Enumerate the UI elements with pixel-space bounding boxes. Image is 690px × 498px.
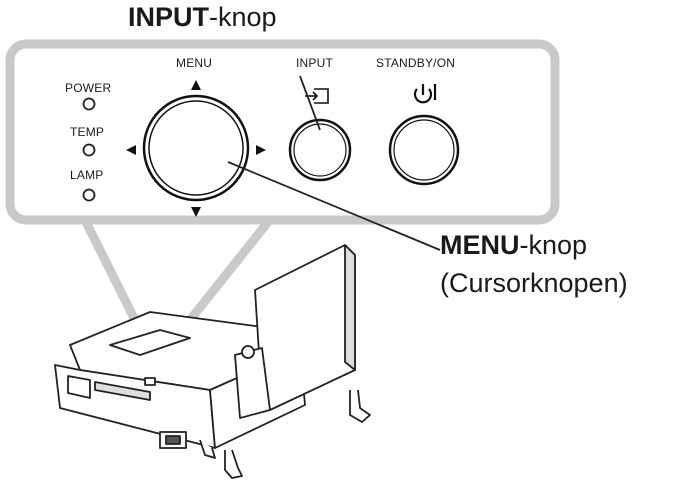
- zoom-line-right: [186, 219, 272, 323]
- power-indicator-label: POWER: [65, 81, 112, 95]
- menu-leader-line: [227, 161, 441, 251]
- lamp-indicator-label: LAMP: [70, 168, 104, 182]
- input-callout-bold: INPUT: [128, 2, 209, 32]
- menu-label: MENU: [176, 56, 213, 70]
- projector-control-area: [109, 329, 191, 356]
- standby-on-button-ring: [393, 119, 455, 181]
- control-panel-frame: [5, 39, 560, 225]
- projector-vent: [94, 381, 151, 401]
- power-indicator: [82, 97, 96, 111]
- arrow-up-icon: [191, 80, 201, 90]
- lamp-indicator: [82, 188, 96, 202]
- arrow-right-icon: [256, 145, 266, 155]
- projector-foot-right: [349, 389, 371, 423]
- projector-foot-front: [224, 449, 243, 479]
- zoom-line-left: [81, 219, 145, 333]
- menu-callout-bold: MENU: [440, 230, 520, 260]
- projector-knob: [241, 345, 255, 359]
- input-button-ring: [293, 123, 347, 177]
- menu-callout-rest: -knop: [519, 230, 588, 260]
- input-button-callout: INPUT-knop: [128, 2, 277, 33]
- temp-indicator: [82, 143, 96, 157]
- projector-foot-back: [199, 439, 216, 459]
- arrow-down-icon: [191, 207, 201, 217]
- standby-on-label: STANDBY/ON: [376, 56, 456, 70]
- standby-on-button[interactable]: [388, 114, 460, 186]
- input-callout-rest: -knop: [209, 2, 277, 32]
- projector-power-socket: [165, 435, 181, 445]
- menu-button-inner: [148, 100, 244, 196]
- temp-indicator-label: TEMP: [70, 125, 105, 139]
- arrow-left-icon: [126, 145, 136, 155]
- projector-front-window: [67, 375, 91, 399]
- menu-button-callout: MENU-knop: [440, 230, 587, 261]
- cursor-buttons-callout: (Cursorknopen): [440, 268, 628, 298]
- power-icon: [413, 84, 437, 104]
- projector-mirror: [254, 244, 356, 411]
- projector-sensor: [144, 377, 156, 386]
- input-button[interactable]: [288, 118, 352, 182]
- input-label: INPUT: [296, 56, 333, 70]
- input-leader-line: [299, 75, 321, 131]
- projector-illustration: [54, 244, 371, 479]
- projector-mirror-edge: [344, 244, 356, 371]
